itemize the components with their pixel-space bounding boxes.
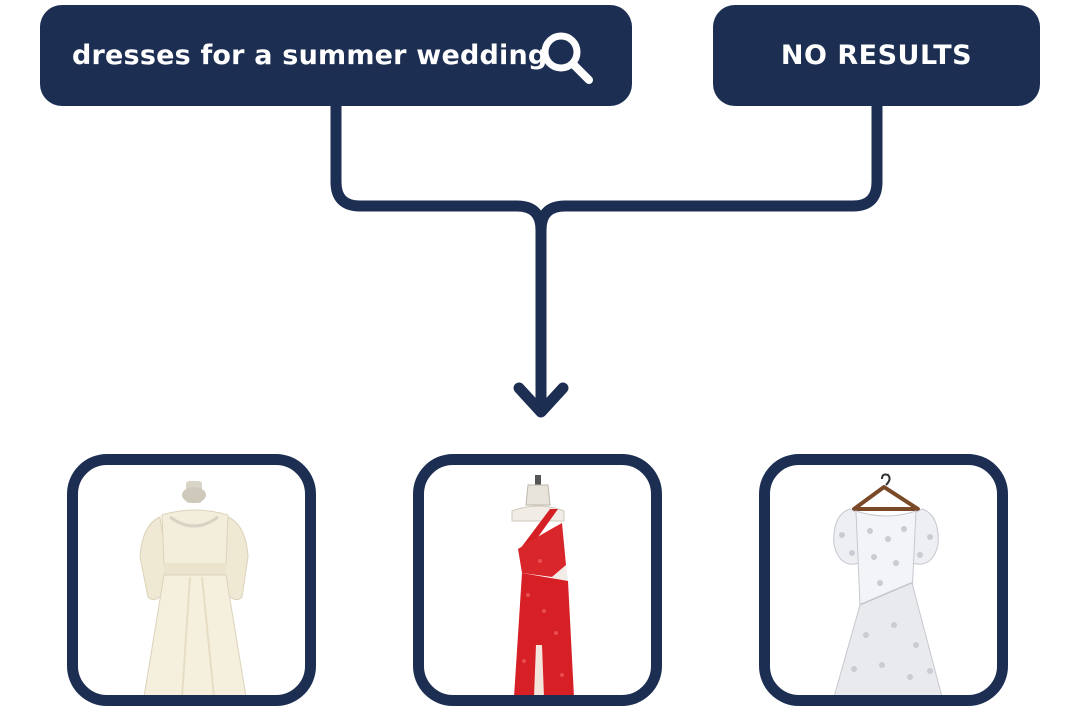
white-polka-dot-puff-sleeve-dress-image (833, 473, 942, 695)
no-results-text: NO RESULTS (780, 40, 973, 71)
ivory-long-sleeve-gown-image (139, 481, 249, 695)
arrow-head-icon (513, 382, 569, 418)
search-query-box[interactable]: dresses for a summer wedding (40, 5, 632, 106)
product-card-3[interactable] (759, 454, 1008, 706)
magnifier-icon[interactable] (538, 29, 596, 87)
product-card-2[interactable] (413, 454, 662, 706)
search-query-text: dresses for a summer wedding (72, 40, 548, 71)
red-one-shoulder-sequin-gown-image (511, 475, 574, 695)
no-results-box: NO RESULTS (713, 5, 1040, 106)
bracket-line (330, 106, 883, 412)
product-card-1[interactable] (67, 454, 316, 706)
